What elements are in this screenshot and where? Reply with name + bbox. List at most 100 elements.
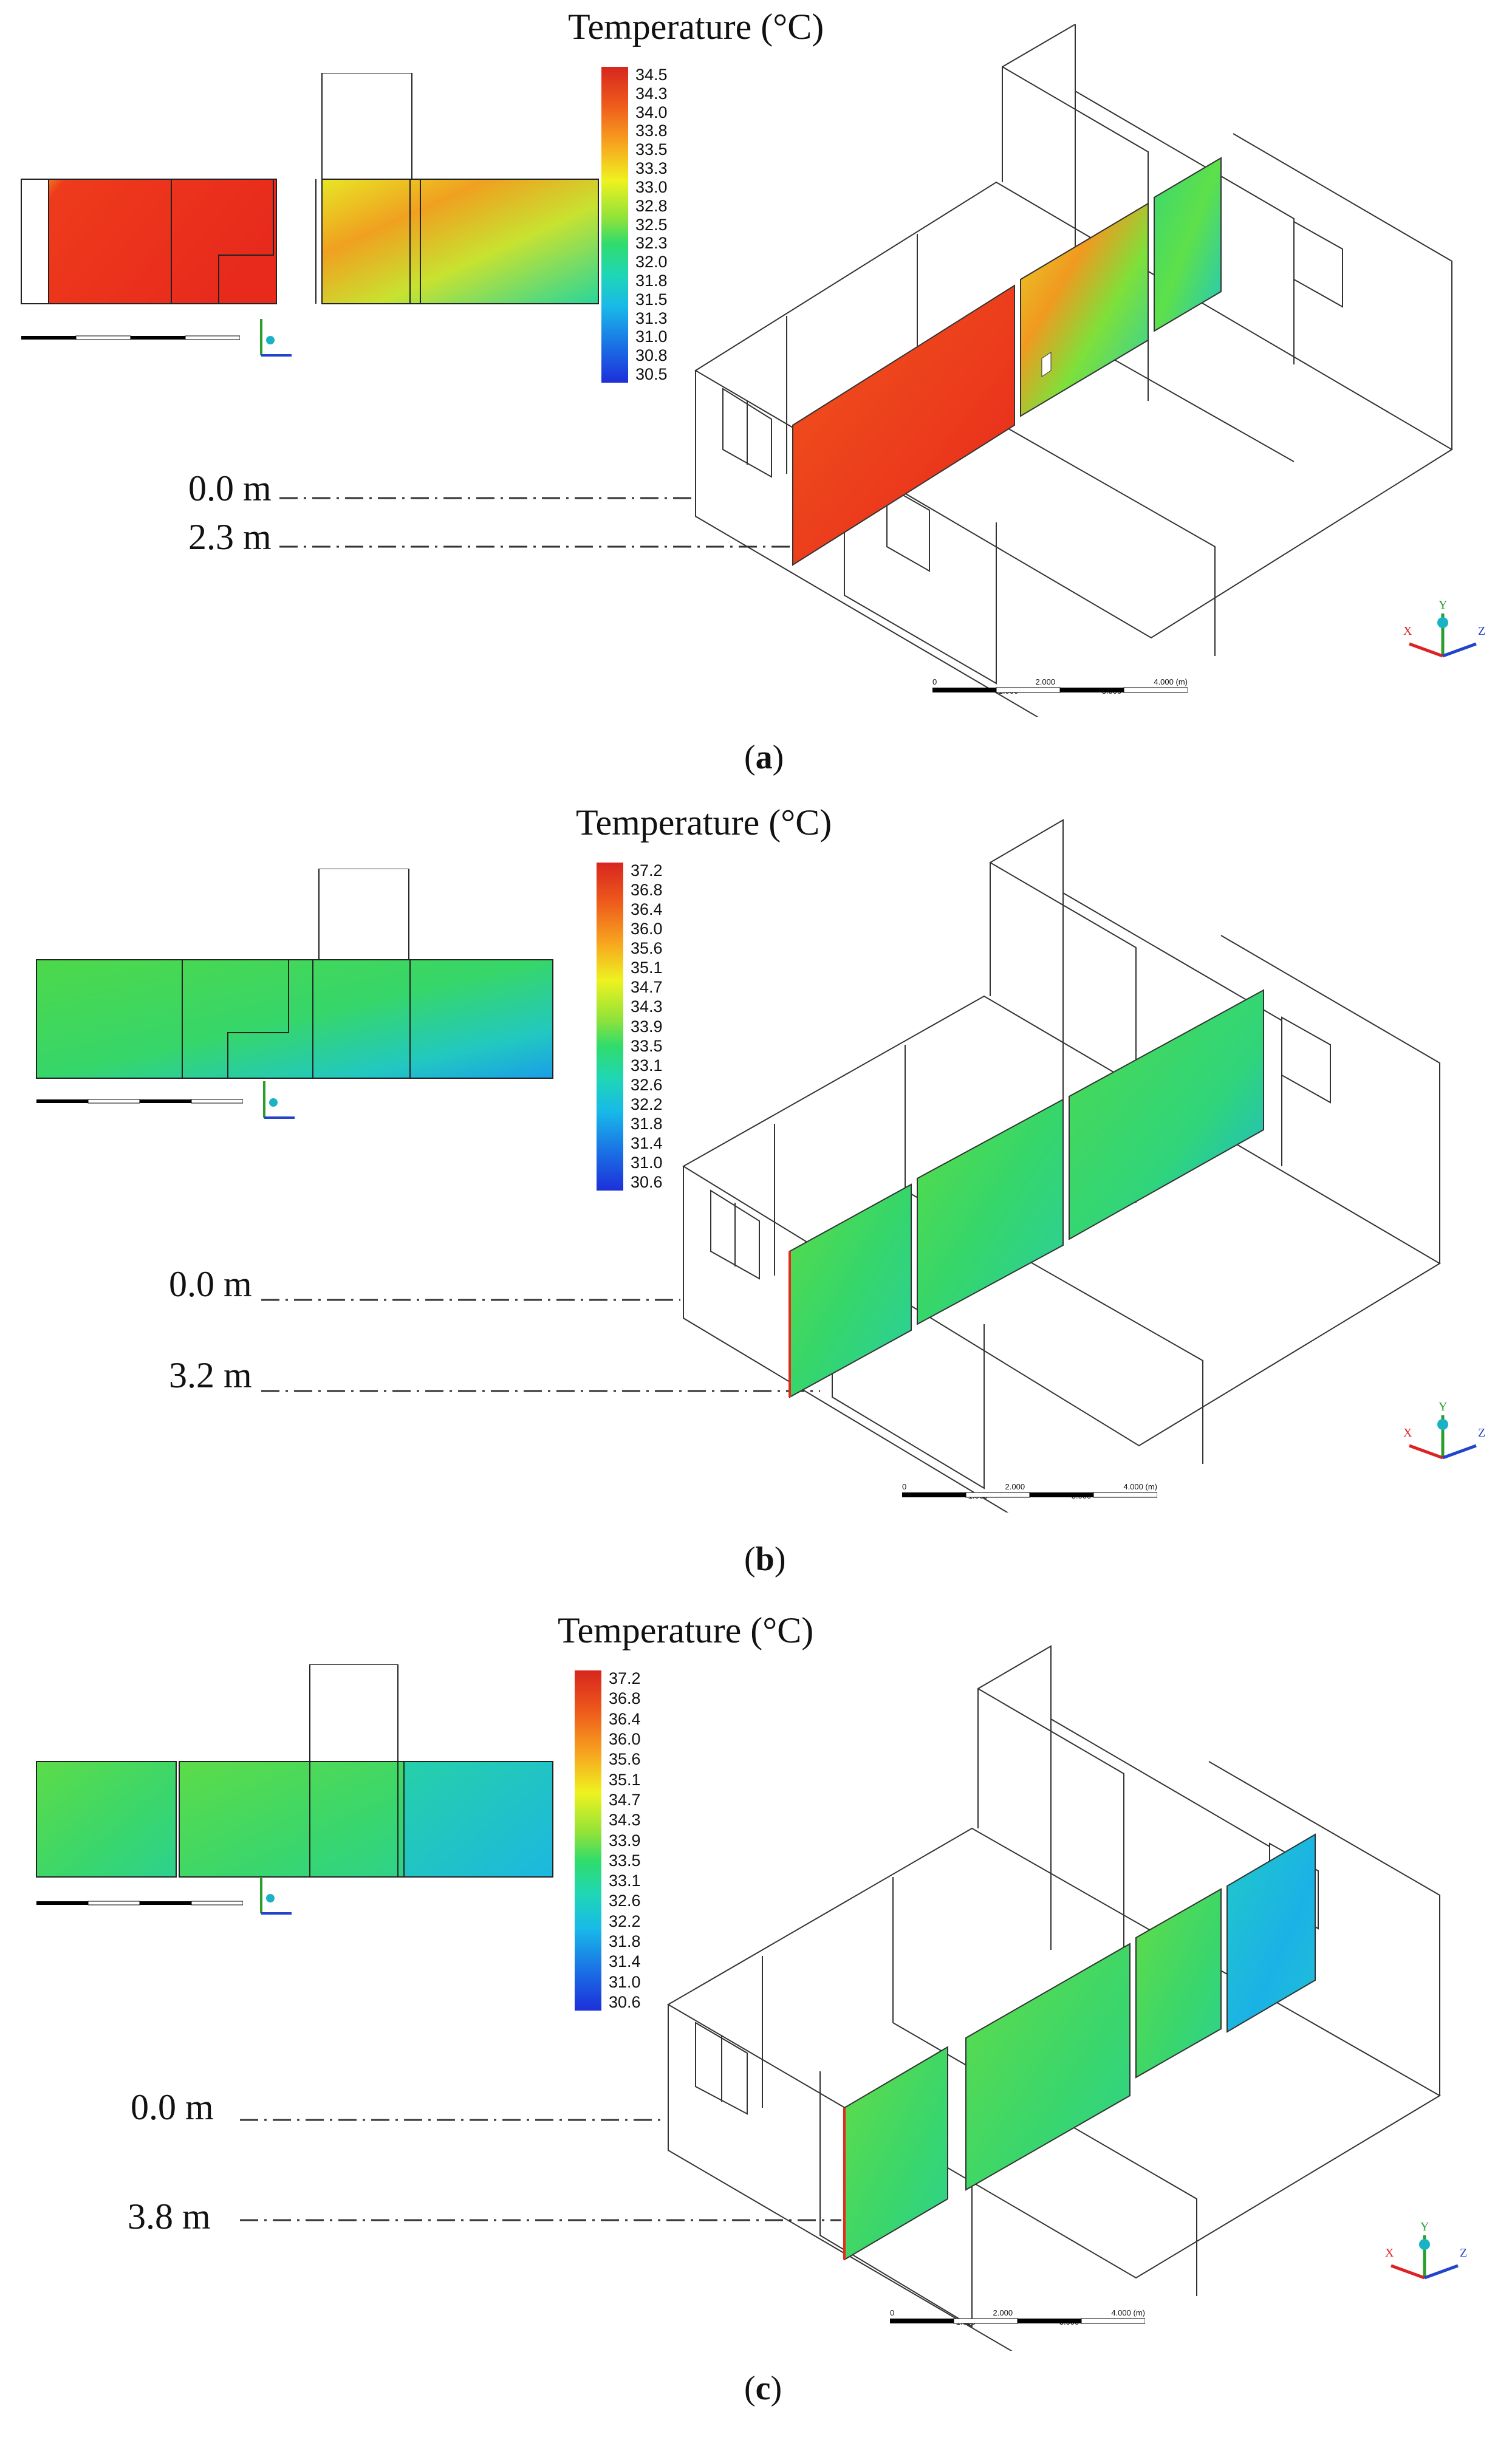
room-slice-1 xyxy=(21,179,277,304)
tick: 33.1 xyxy=(609,1871,641,1890)
door-outline xyxy=(318,869,409,960)
tick: 34.3 xyxy=(631,997,663,1016)
tick: 32.3 xyxy=(635,234,668,253)
svg-text:Y: Y xyxy=(1438,1400,1447,1413)
tick: 35.6 xyxy=(609,1750,641,1769)
building-3d-view xyxy=(682,819,1441,1512)
axis-triad-icon: X Y Z xyxy=(1385,2220,1467,2280)
tick: 30.6 xyxy=(609,1993,641,2011)
tick: 37.2 xyxy=(631,861,663,880)
axis-triad-icon: X Y Z xyxy=(1403,598,1485,658)
room-slice-3 xyxy=(403,1761,553,1878)
tick: 36.8 xyxy=(631,881,663,900)
tick: 33.9 xyxy=(609,1831,641,1850)
tick: 31.5 xyxy=(635,290,668,309)
section-view xyxy=(36,869,553,1079)
slice-room-1 xyxy=(792,284,1015,566)
tick: 34.3 xyxy=(609,1811,641,1830)
depth-label-end: 3.8 m xyxy=(128,2196,211,2237)
tick: 31.8 xyxy=(609,1932,641,1951)
depth-label-start: 0.0 m xyxy=(169,1264,252,1304)
room-slice-2 xyxy=(179,1761,432,1878)
room-slice xyxy=(36,959,553,1079)
tick: 36.8 xyxy=(609,1689,641,1708)
tick: 33.5 xyxy=(609,1851,641,1870)
tick: 31.4 xyxy=(609,1952,641,1971)
tick: 32.0 xyxy=(635,253,668,272)
tick: 33.5 xyxy=(635,140,668,159)
tick: 31.8 xyxy=(635,271,668,290)
slice-room-2 xyxy=(917,1098,1064,1325)
slice-room-4 xyxy=(1226,1833,1316,2033)
room-slice-1 xyxy=(36,1761,177,1878)
slice-room-3 xyxy=(1069,989,1264,1240)
depth-label-start: 0.0 m xyxy=(131,2087,214,2127)
svg-text:Y: Y xyxy=(1420,2220,1429,2234)
tick: 35.1 xyxy=(609,1770,641,1789)
legend-ticks: 34.5 34.3 34.0 33.8 33.5 33.3 33.0 32.8 … xyxy=(635,67,668,383)
section-axis-triad xyxy=(260,1877,292,1915)
panel-b: Temperature (°C) 37.2 36.8 36.4 36.0 35.… xyxy=(0,802,1512,1610)
tick: 31.4 xyxy=(631,1133,663,1152)
tick: 36.0 xyxy=(609,1729,641,1748)
tick: 35.1 xyxy=(631,959,663,977)
slice-room-3 xyxy=(1154,157,1222,332)
tick: 31.8 xyxy=(631,1114,663,1133)
slice-room-1 xyxy=(789,1183,912,1398)
svg-text:Z: Z xyxy=(1478,1426,1485,1440)
door-outline xyxy=(309,1664,399,1762)
tick: 30.8 xyxy=(635,346,668,365)
depth-label-end: 2.3 m xyxy=(188,517,272,557)
legend-ticks: 37.2 36.8 36.4 36.0 35.6 35.1 34.7 34.3 … xyxy=(631,863,663,1191)
color-legend: 37.2 36.8 36.4 36.0 35.6 35.1 34.7 34.3 … xyxy=(597,863,663,1191)
tick: 31.0 xyxy=(631,1153,663,1172)
tick: 32.8 xyxy=(635,196,668,215)
legend-color-bar xyxy=(597,863,623,1191)
legend-title: Temperature (°C) xyxy=(568,7,824,47)
tick: 32.6 xyxy=(609,1892,641,1910)
slice-room-1 xyxy=(844,2046,948,2261)
depth-lines xyxy=(261,1299,820,1392)
tick: 33.0 xyxy=(635,177,668,196)
room-slice-2 xyxy=(321,179,599,304)
tick: 30.6 xyxy=(631,1173,663,1191)
tick: 31.3 xyxy=(635,309,668,327)
tick: 33.5 xyxy=(631,1036,663,1055)
svg-text:Y: Y xyxy=(1438,598,1447,612)
svg-text:Z: Z xyxy=(1478,624,1485,638)
section-view xyxy=(36,1664,553,1878)
tick: 34.7 xyxy=(631,978,663,997)
tick: 32.2 xyxy=(609,1912,641,1930)
depth-label-end: 3.2 m xyxy=(169,1355,252,1395)
tick: 30.5 xyxy=(635,365,668,383)
slice-room-2 xyxy=(965,1943,1131,2191)
tick: 33.9 xyxy=(631,1017,663,1036)
section-axis-triad xyxy=(260,319,292,357)
tick: 34.7 xyxy=(609,1790,641,1809)
tick: 35.6 xyxy=(631,939,663,958)
tick: 36.4 xyxy=(609,1709,641,1728)
depth-lines xyxy=(240,2119,841,2221)
svg-text:X: X xyxy=(1403,624,1412,638)
tick: 31.0 xyxy=(635,327,668,346)
tick: 32.5 xyxy=(635,215,668,234)
section-axis-triad xyxy=(263,1081,295,1119)
panel-a: Temperature (°C) 34.5 xyxy=(0,0,1512,802)
tick: 33.8 xyxy=(635,121,668,140)
tick: 32.6 xyxy=(631,1075,663,1094)
tick: 36.4 xyxy=(631,900,663,919)
tick: 33.3 xyxy=(635,159,668,178)
wall-left xyxy=(21,179,49,304)
caption-c: (c) xyxy=(744,2370,782,2407)
tick: 31.0 xyxy=(609,1972,641,1991)
legend-color-bar xyxy=(601,67,628,383)
slice-room-2 xyxy=(1020,202,1149,417)
tick: 37.2 xyxy=(609,1669,641,1687)
caption-b: (b) xyxy=(744,1540,786,1578)
tick: 34.5 xyxy=(635,66,668,84)
legend-title: Temperature (°C) xyxy=(576,802,832,843)
legend-title: Temperature (°C) xyxy=(558,1610,814,1650)
